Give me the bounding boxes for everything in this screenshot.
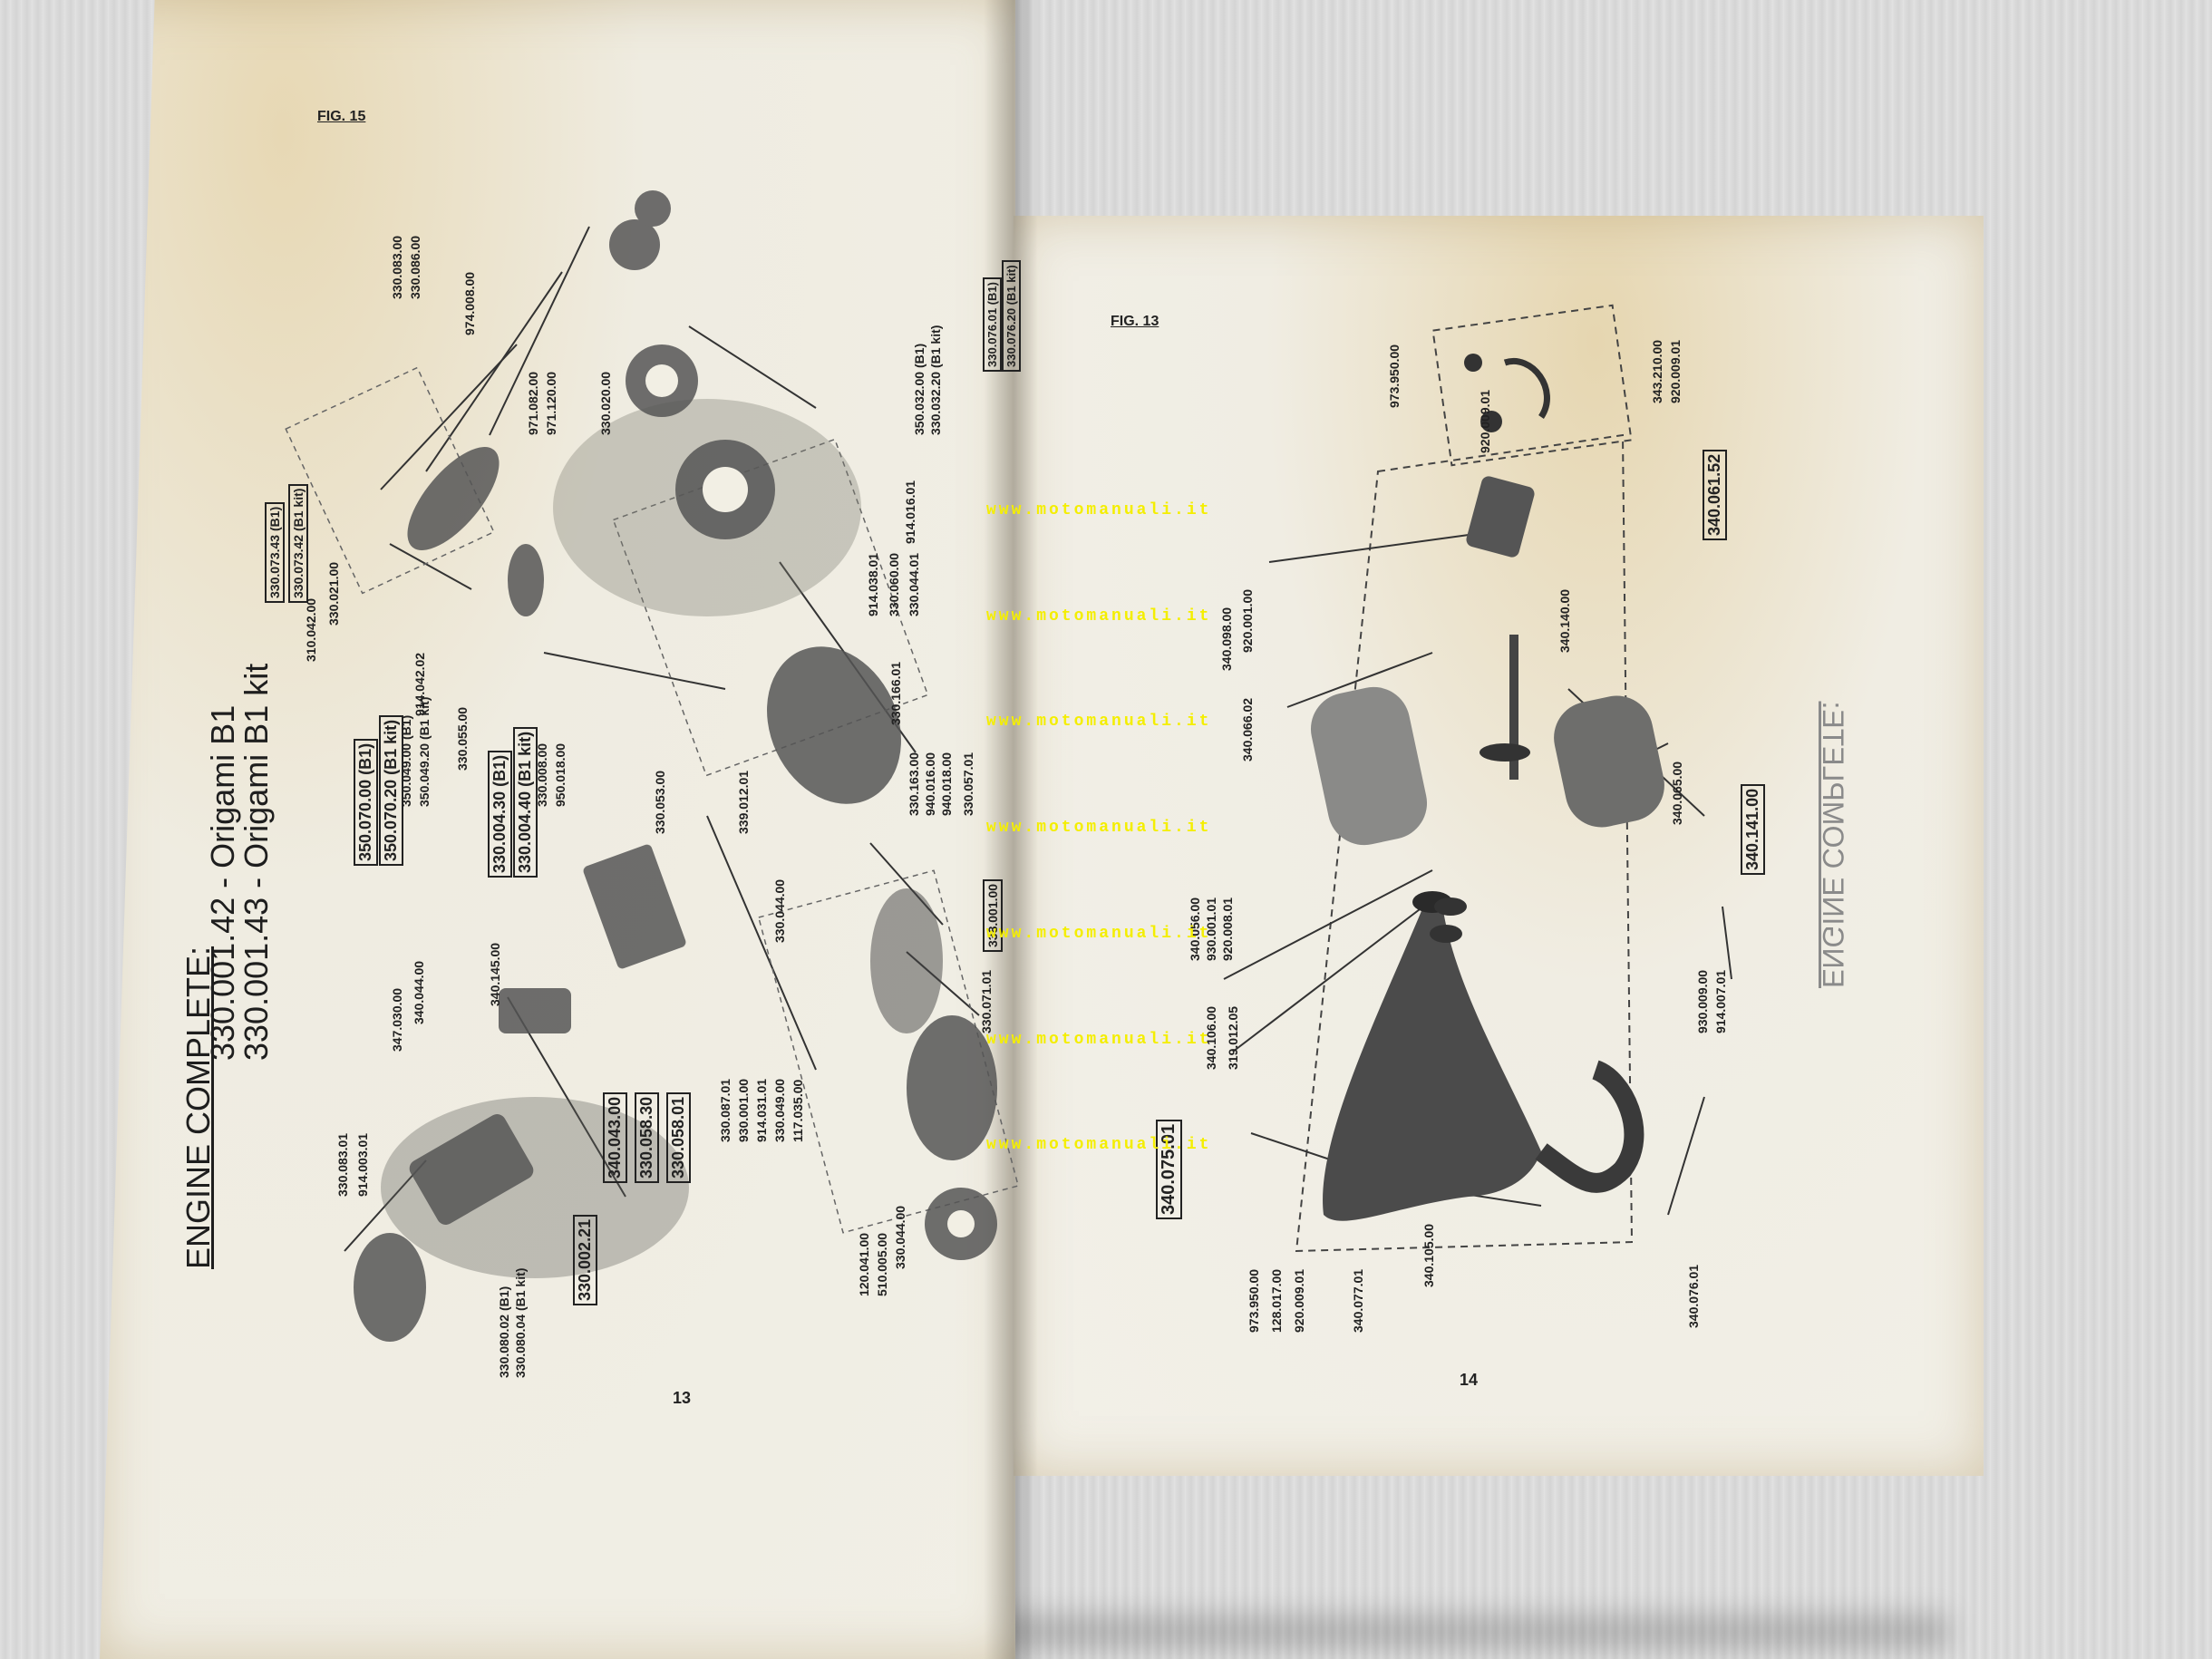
boxed-ref: 330.058.30 [635,1091,659,1183]
part-number: 339.012.01 [736,770,751,834]
part-number: 330.087.01 [718,1078,732,1142]
right-page-number: 14 [1460,1371,1479,1389]
left-title-line-1: 330.001.42 - Origami B1 [204,704,241,1061]
part-number: 914.016.01 [903,480,917,544]
watermark: www.motomanuali.it [986,607,1212,626]
part-number: 340.145.00 [488,942,502,1006]
boxed-ref: 330.002.21 [573,1214,597,1305]
book-gutter [984,0,1038,1659]
left-page-number: 13 [673,1389,692,1407]
left-fig-label: FIG. 15 [317,109,366,124]
part-number: 974.008.00 [462,271,477,335]
part-number: 920.009.01 [1668,339,1683,403]
boxed-ref: 340.061.52 [1703,449,1727,540]
part-number: 510.005.00 [875,1232,889,1296]
part-number: 971.120.00 [544,371,558,435]
part-number: 950.018.00 [553,742,568,807]
part-number: 940.016.00 [923,752,937,816]
part-number: 330.080.04 (B1 kit) [513,1267,528,1378]
part-number: 340.044.00 [412,960,426,1024]
boxed-ref: 350.070.00 (B1) [354,738,378,866]
part-number: 930.001.00 [736,1078,751,1142]
watermark: www.motomanuali.it [986,713,1212,731]
part-number: 914.007.01 [1713,969,1728,1033]
part-number: 330.049.00 [772,1078,787,1142]
part-number: 340.105.00 [1421,1223,1436,1287]
part-number: 330.032.20 (B1 kit) [928,325,943,435]
part-number: 350.049.20 (B1 kit) [417,696,432,807]
part-number: 330.166.01 [888,661,903,725]
watermark: www.motomanuali.it [986,925,1212,943]
left-title-line-2: 330.001.43 - Origami B1 kit [238,663,275,1061]
part-number: 330.071.01 [979,969,994,1033]
part-number: 330.021.00 [326,561,341,626]
watermark: www.motomanuali.it [986,1136,1212,1154]
part-number: 340.140.00 [1557,588,1572,653]
part-number: 973.950.00 [1247,1268,1261,1333]
part-number: 940.018.00 [939,752,954,816]
part-number: 920.009.01 [1292,1268,1306,1333]
part-number: 914.031.01 [754,1078,769,1142]
right-fig-label: FIG. 13 [1111,314,1159,329]
boxed-ref: 330.004.40 (B1 kit) [513,726,538,878]
part-number: 330.086.00 [408,235,422,299]
part-number: 330.020.00 [598,371,613,435]
part-number: 319.012.05 [1226,1005,1240,1070]
part-number: 340.098.00 [1219,606,1234,671]
boxed-ref: 330.058.01 [666,1091,691,1183]
part-number: 920.001.00 [1240,588,1255,653]
part-number: 971.082.00 [526,371,540,435]
part-number: 350.049.00 (B1) [399,714,413,807]
part-number: 920.009.01 [1478,389,1492,453]
part-number: 340.076.01 [1686,1264,1701,1328]
boxed-ref: 340.043.00 [603,1091,627,1183]
part-number: 310.042.00 [304,597,318,662]
watermark: www.motomanuali.it [986,501,1212,519]
part-number: 343.210.00 [1650,339,1664,403]
part-number: 330.044.00 [772,878,787,943]
part-number: 330.060.00 [887,552,901,616]
part-number: 330.163.00 [907,752,921,816]
part-number: 350.032.00 (B1) [912,343,927,435]
boxed-ref: 330.004.30 (B1) [488,750,512,878]
part-number: 973.950.00 [1387,344,1402,408]
part-number: 340.065.00 [1670,761,1684,825]
part-number: 330.083.01 [335,1132,350,1197]
boxed-ref: 330.073.42 (B1 kit) [288,483,308,603]
part-number: 330.083.00 [390,235,404,299]
part-number: 120.041.00 [857,1232,871,1296]
part-number: 330.053.00 [653,770,667,834]
part-number: 914.003.01 [355,1132,370,1197]
part-number: 117.035.00 [791,1079,805,1142]
part-number: 128.017.00 [1269,1268,1284,1333]
left-page [100,0,1015,1659]
part-number: 330.044.00 [893,1205,907,1269]
part-number: 340.077.01 [1351,1268,1365,1333]
watermark: www.motomanuali.it [986,819,1212,837]
right-mirrored-title: ENGINE COMPLETE: [1817,701,1849,989]
part-number: 340.066.02 [1240,697,1255,762]
part-number: 920.008.01 [1220,897,1235,961]
part-number: 914.038.01 [866,552,880,616]
part-number: 330.080.02 (B1) [497,1285,511,1378]
boxed-ref: 340.141.00 [1741,783,1765,875]
boxed-ref: 330.073.43 (B1) [265,501,285,603]
boxed-ref: 340.075.01 [1156,1119,1182,1219]
part-number: 330.057.01 [961,752,975,816]
boxed-ref: 330.076.20 (B1 kit) [1002,260,1021,372]
part-number: 330.044.01 [907,552,921,616]
part-number: 930.009.00 [1695,969,1710,1033]
part-number: 330.055.00 [455,706,470,771]
boxed-ref: 330.076.01 (B1) [983,277,1002,372]
part-number: 330.008.00 [535,742,549,807]
part-number: 347.030.00 [390,987,404,1052]
watermark: www.motomanuali.it [986,1031,1212,1049]
